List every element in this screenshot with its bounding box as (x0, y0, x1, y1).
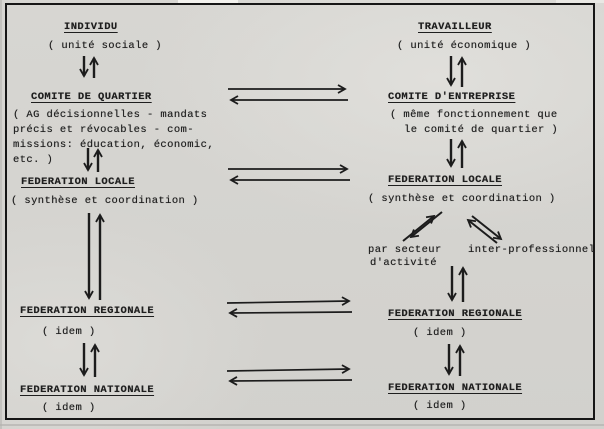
comite-de-quartier-title: COMITE DE QUARTIER (31, 91, 152, 103)
comite-de-quartier-desc-line1: ( AG décisionnelles - mandats (13, 109, 208, 121)
diagram-border (5, 3, 595, 420)
federation-nationale-right-subtitle: ( idem ) (413, 400, 467, 412)
double-arrow-fed-nationale-level (226, 364, 353, 386)
comite-d-entreprise-title: COMITE D'ENTREPRISE (388, 91, 516, 103)
double-arrow-comite-entreprise-fed-locale (446, 139, 467, 168)
page-edge-bottom (0, 424, 604, 426)
comite-de-quartier-desc-line2: précis et révocables - com- (13, 124, 194, 136)
double-arrow-fed-locale-fed-regionale-left (84, 213, 105, 300)
double-arrow-comite-quartier-fed-locale (83, 148, 103, 172)
comite-d-entreprise-desc-line1: ( même fonctionnement que (390, 109, 558, 121)
double-arrow-fed-regionale-level (226, 296, 353, 318)
federation-regionale-right-subtitle: ( idem ) (413, 327, 467, 339)
double-arrow-fed-locale-par-secteur (402, 211, 443, 242)
federation-locale-left-subtitle: ( synthèse et coordination ) (11, 195, 199, 207)
federation-locale-left-title: FEDERATION LOCALE (21, 176, 135, 188)
travailleur-title: TRAVAILLEUR (418, 21, 492, 33)
comite-de-quartier-desc: ( AG décisionnelles - mandats précis et … (13, 108, 214, 168)
comite-d-entreprise-desc-line2: le comité de quartier ) (404, 124, 559, 136)
double-arrow-fed-locale-level (228, 164, 350, 185)
branch-par-secteur-line2: d'activité (370, 257, 438, 269)
individu-title: INDIVIDU (64, 21, 118, 33)
comite-de-quartier-desc-line4: etc. ) (13, 154, 54, 166)
comite-de-quartier-desc-line3: missions: éducation, économic, (13, 139, 215, 151)
page-edge-top-right (556, 0, 604, 3)
double-arrow-travailleur-comite-entreprise (446, 56, 467, 87)
federation-regionale-left-subtitle: ( idem ) (42, 326, 96, 338)
branch-inter-professionnel: inter-professionnel (468, 244, 596, 256)
federation-nationale-left-subtitle: ( idem ) (42, 402, 96, 414)
federation-locale-right-title: FEDERATION LOCALE (388, 174, 502, 186)
double-arrow-fed-locale-inter-professionnel (466, 215, 503, 244)
double-arrow-fed-regionale-fed-nationale-left (79, 343, 100, 377)
double-arrow-branches-fed-regionale-right (447, 266, 468, 302)
scan-notch (178, 0, 238, 5)
federation-nationale-right-title: FEDERATION NATIONALE (388, 382, 523, 394)
federation-nationale-left-title: FEDERATION NATIONALE (20, 384, 155, 396)
individu-subtitle: ( unité sociale ) (48, 40, 162, 52)
double-arrow-fed-regionale-fed-nationale-right (444, 344, 465, 376)
page-edge-left (0, 0, 2, 429)
federation-regionale-left-title: FEDERATION REGIONALE (20, 305, 155, 317)
travailleur-subtitle: ( unité économique ) (397, 40, 532, 52)
double-arrow-individu-comite-quartier (79, 56, 99, 78)
federation-locale-right-subtitle: ( synthèse et coordination ) (368, 193, 556, 205)
comite-d-entreprise-desc: ( même fonctionnement que le comité de q… (390, 108, 558, 138)
federation-regionale-right-title: FEDERATION REGIONALE (388, 308, 523, 320)
branch-par-secteur-line1: par secteur (368, 244, 442, 256)
double-arrow-comites-level (228, 84, 348, 105)
